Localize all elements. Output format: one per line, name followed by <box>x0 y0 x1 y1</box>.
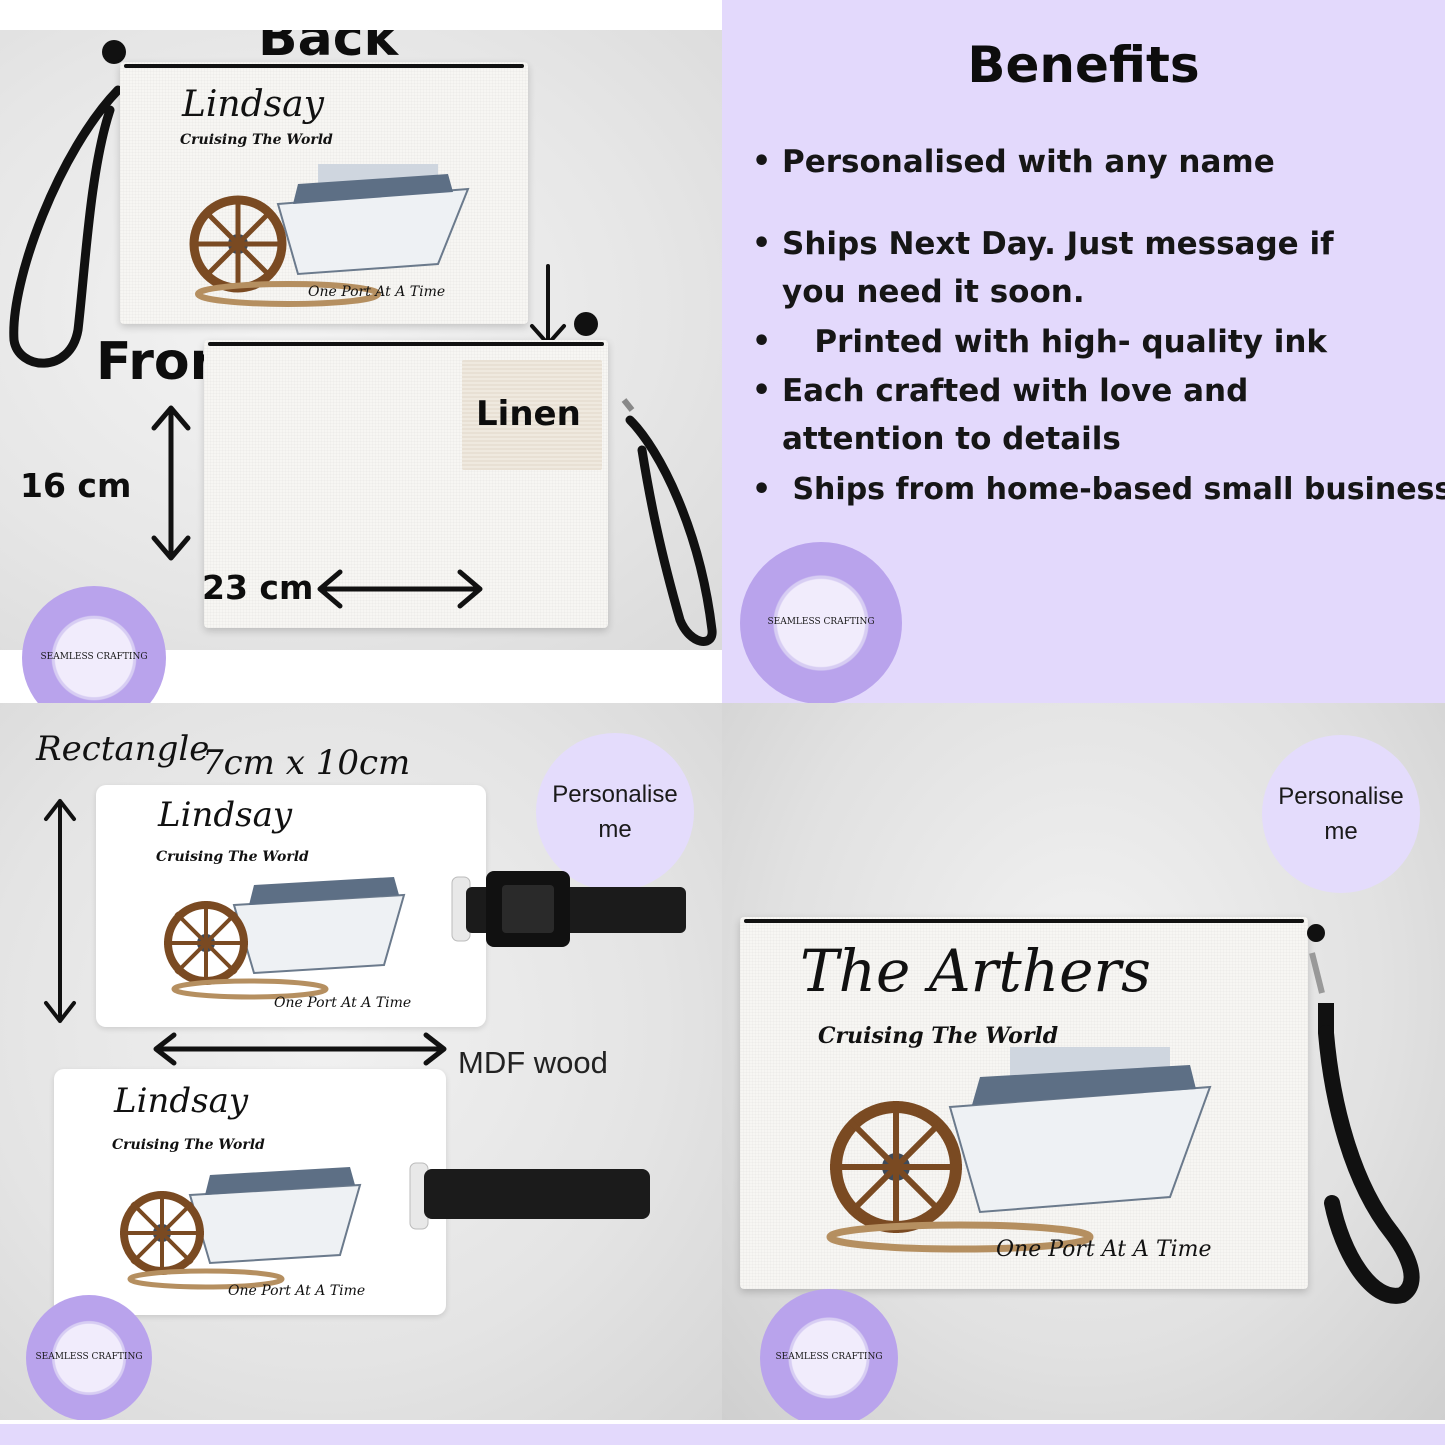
height-label: 16 cm <box>20 466 132 505</box>
luggage-tag-panel: Rectangle 7cm x 10cm Personalise me Lind… <box>0 703 722 1420</box>
back-pouch: Lindsay Cruising The World One Port At A… <box>120 62 528 324</box>
bullet-icon: • <box>752 373 772 408</box>
personalised-pouch: The Arthers Cruising The World One Port … <box>740 917 1308 1289</box>
pouch-dimensions-panel: Lindsay Cruising The World One Port At A… <box>0 30 722 650</box>
brand-logo: SEAMLESS CRAFTING <box>760 1289 898 1420</box>
material-label: MDF wood <box>458 1045 608 1080</box>
tag-name: Lindsay <box>158 795 293 835</box>
bullet-icon: • <box>752 144 772 179</box>
linen-label: Linen <box>476 394 581 434</box>
width-arrow-icon <box>153 1032 447 1066</box>
tag-tagline: Cruising The World <box>112 1137 265 1153</box>
logo-center-text: SEAMLESS CRAFTING <box>40 652 148 662</box>
pouch-tagline: Cruising The World <box>818 1023 1059 1049</box>
back-pouch-footer: One Port At A Time <box>308 284 446 300</box>
benefits-panel: Benefits • Personalised with any name • … <box>722 0 1445 703</box>
bullet-icon: • <box>752 324 772 359</box>
front-pouch: Linen <box>204 340 608 628</box>
logo-center-text: SEAMLESS CRAFTING <box>767 617 875 627</box>
tag-footer: One Port At A Time <box>274 995 412 1011</box>
ship-illustration <box>826 1047 1212 1253</box>
back-pouch-strap <box>9 40 126 368</box>
ship-illustration <box>189 164 470 307</box>
height-arrow-icon <box>44 799 76 1023</box>
linen-swatch <box>462 360 602 470</box>
tag-name: Lindsay <box>114 1081 249 1121</box>
front-pouch-strap <box>574 312 717 646</box>
pouch-name: The Arthers <box>800 937 1151 1005</box>
benefits-title: Benefits <box>967 36 1200 94</box>
tag-footer: One Port At A Time <box>228 1283 366 1299</box>
width-label: 23 cm <box>202 568 314 607</box>
bullet-icon: • <box>752 226 772 261</box>
logo-center-text: SEAMLESS CRAFTING <box>35 1352 143 1362</box>
bullet-icon: • <box>752 472 772 507</box>
back-label: Back <box>258 30 399 68</box>
tag-strap <box>409 1162 650 1230</box>
logo-center-text: SEAMLESS CRAFTING <box>775 1352 883 1362</box>
personalise-me-badge[interactable]: Personalise me <box>536 733 694 891</box>
zipper <box>744 919 1304 923</box>
shape-label: Rectangle <box>36 729 210 769</box>
zipper <box>124 64 524 68</box>
brand-logo: SEAMLESS CRAFTING <box>26 1295 152 1420</box>
width-arrow-icon <box>317 569 483 609</box>
tag-strap <box>451 871 686 947</box>
zipper <box>208 342 604 346</box>
personalise-me-badge[interactable]: Personalise me <box>1262 735 1420 893</box>
size-label: 7cm x 10cm <box>202 743 411 783</box>
luggage-tag-front: Lindsay Cruising The World One Port At A… <box>96 785 486 1027</box>
pouch-strap <box>1307 924 1420 1304</box>
personalised-pouch-panel: Personalise me The Arthers Cruising The … <box>722 703 1445 1420</box>
luggage-tag-back: Lindsay Cruising The World One Port At A… <box>54 1069 446 1315</box>
height-arrow-icon <box>151 405 191 561</box>
back-pouch-tagline: Cruising The World <box>180 132 333 148</box>
brand-logo: SEAMLESS CRAFTING <box>740 542 902 703</box>
bottom-strip <box>0 1424 1445 1445</box>
ship-illustration <box>120 1167 362 1290</box>
ship-illustration <box>164 877 406 1000</box>
back-pouch-name: Lindsay <box>182 84 324 125</box>
pouch-footer: One Port At A Time <box>996 1237 1212 1262</box>
tag-tagline: Cruising The World <box>156 849 309 865</box>
